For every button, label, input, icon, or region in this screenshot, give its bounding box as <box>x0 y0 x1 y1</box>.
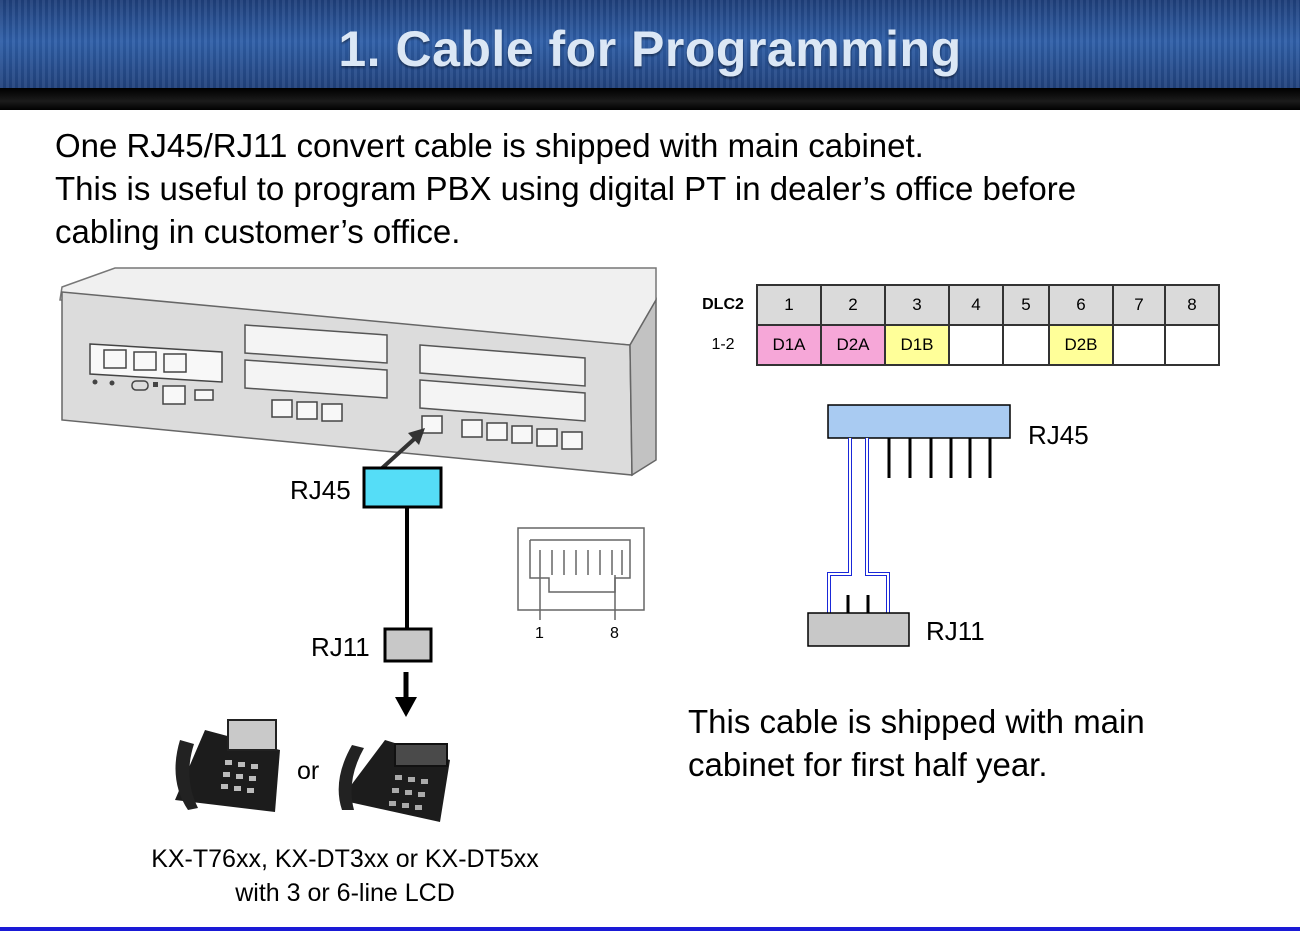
footer-rule <box>0 927 1300 931</box>
table-col-3: 3 <box>884 284 950 326</box>
phones-caption-line-1: KX-T76xx, KX-DT3xx or KX-DT5xx <box>151 845 539 873</box>
table-cell-8 <box>1164 324 1220 366</box>
table-row: 1-2 D1A D2A D1B D2B <box>690 324 1220 366</box>
phones-caption-line-2: with 3 or 6-line LCD <box>235 879 455 907</box>
crossover-wires-inner <box>828 438 889 613</box>
intro-line-1: One RJ45/RJ11 convert cable is shipped w… <box>55 127 924 164</box>
dlc2-port-table: DLC2 1 2 3 4 5 6 7 8 1-2 D1A D2A D1B D2B <box>690 284 1220 366</box>
title-bar: 1. Cable for Programming <box>0 0 1300 92</box>
shipping-note: This cable is shipped with main cabinet … <box>688 700 1145 786</box>
table-header-row: DLC2 1 2 3 4 5 6 7 8 <box>690 284 1220 326</box>
rj11-plug <box>807 612 910 647</box>
rj11-label: RJ11 <box>311 632 370 662</box>
table-col-2: 2 <box>820 284 886 326</box>
rj45-jack-icon <box>517 527 645 620</box>
table-cell-4 <box>948 324 1004 366</box>
intro-line-3: cabling in customer’s office. <box>55 213 461 250</box>
rj11-plug-pins <box>846 595 870 613</box>
table-header-label: DLC2 <box>702 296 744 313</box>
shipping-note-line-2: cabinet for first half year. <box>688 746 1048 783</box>
table-cell-1: D1A <box>756 324 822 366</box>
cable-rj11-label: RJ11 <box>926 616 985 646</box>
port-pointer-head <box>408 428 425 445</box>
or-label: or <box>297 757 320 785</box>
rj45-plug-pins <box>887 438 992 478</box>
table-col-5: 5 <box>1002 284 1050 326</box>
title-underband <box>0 88 1300 110</box>
table-col-6: 6 <box>1048 284 1114 326</box>
phone-kx-dt5-icon <box>338 740 450 822</box>
shipping-note-line-1: This cable is shipped with main <box>688 703 1145 740</box>
title-bar-texture <box>0 0 1300 92</box>
down-arrow-head <box>395 697 417 717</box>
table-cell-5 <box>1002 324 1050 366</box>
rj45-label: RJ45 <box>290 475 351 505</box>
cabinet-leds <box>92 379 158 391</box>
jack-pin-1-label: 1 <box>535 625 544 642</box>
cabinet-side <box>629 297 657 477</box>
cabinet-ports-middle <box>271 399 343 422</box>
cabinet-ports-right <box>421 415 583 450</box>
table-col-8: 8 <box>1164 284 1220 326</box>
rj45-connector-box <box>362 466 443 509</box>
cable-rj45-label: RJ45 <box>1028 420 1089 450</box>
table-cell-7 <box>1112 324 1166 366</box>
cabinet-ports-left <box>89 343 223 405</box>
cabinet-slots <box>244 324 586 422</box>
phones-caption: KX-T76xx, KX-DT3xx or KX-DT5xx with 3 or… <box>100 842 590 910</box>
slide-title: 1. Cable for Programming <box>338 21 962 77</box>
intro-line-2: This is useful to program PBX using digi… <box>55 170 1077 207</box>
table-col-7: 7 <box>1112 284 1166 326</box>
table-row-label: 1-2 <box>711 336 735 353</box>
table-col-1: 1 <box>756 284 822 326</box>
intro-text: One RJ45/RJ11 convert cable is shipped w… <box>55 124 1076 253</box>
table-cell-2: D2A <box>820 324 886 366</box>
phone-kx-t76-icon <box>175 719 280 812</box>
table-cell-3: D1B <box>884 324 950 366</box>
crossover-wires <box>827 438 890 613</box>
rj11-connector-box <box>383 627 433 663</box>
rj45-plug <box>827 404 1011 439</box>
table-col-4: 4 <box>948 284 1004 326</box>
table-cell-6: D2B <box>1048 324 1114 366</box>
jack-pin-8-label: 8 <box>610 625 619 642</box>
